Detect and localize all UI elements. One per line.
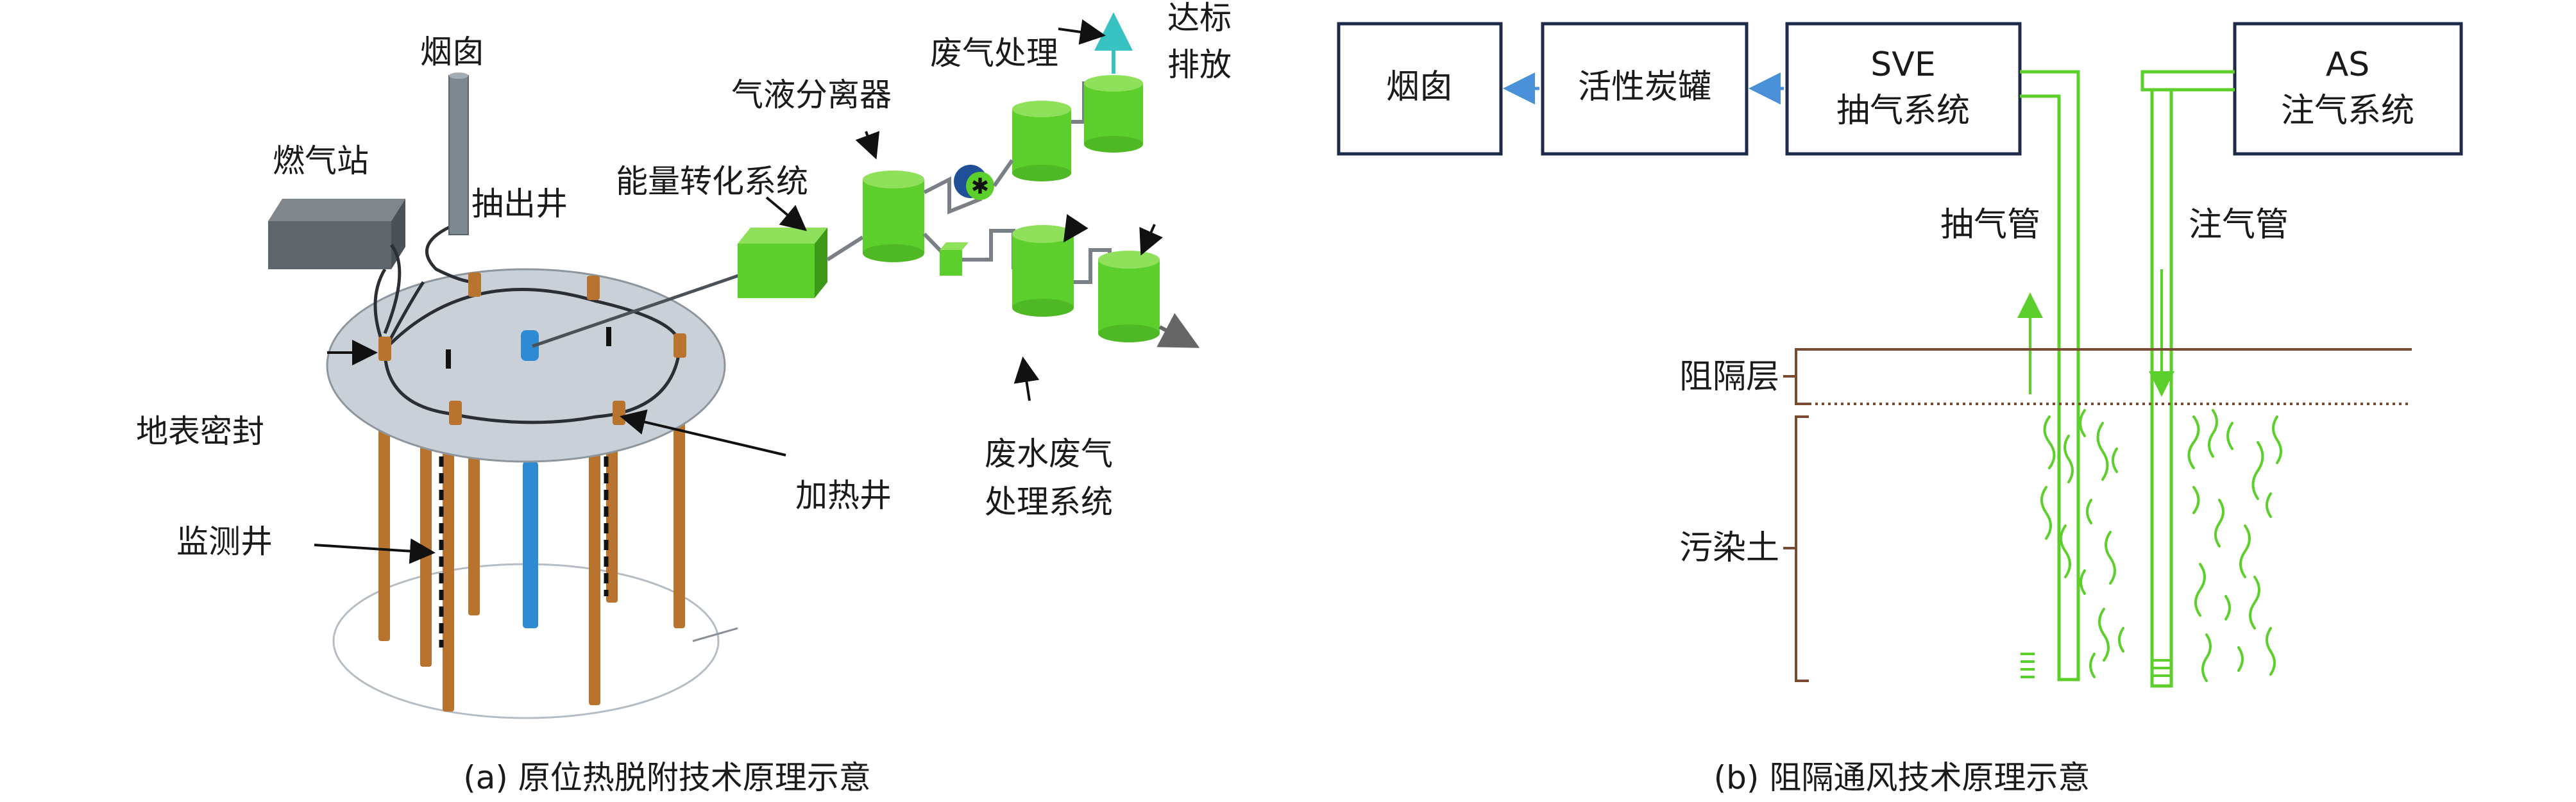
label-separator: 气液分离器	[731, 76, 892, 113]
box-carbon	[1541, 22, 1749, 156]
extraction-well-lower	[523, 462, 538, 628]
box-as	[2233, 22, 2463, 156]
offgas-cylinder-1	[1012, 101, 1071, 181]
panel-a: ✱	[136, 0, 1232, 796]
svg-text:✱: ✱	[971, 174, 990, 199]
offgas-cylinder-2	[1084, 75, 1143, 153]
label-offgas-treatment: 废气处理	[930, 35, 1058, 72]
box-sve-label-1: SVE	[1870, 46, 1935, 84]
chimney-stack	[448, 75, 469, 235]
box-chimney	[1337, 22, 1503, 156]
box-carbon-label: 活性炭罐	[1578, 68, 1711, 106]
label-energy-system: 能量转化系统	[616, 163, 808, 200]
box-as-label-1: AS	[2326, 46, 2370, 84]
pump-box	[940, 242, 969, 276]
label-discharge-2: 排放	[1167, 46, 1232, 83]
label-extraction-well: 抽出井	[471, 185, 568, 222]
bracket-soil	[1783, 415, 1809, 682]
label-wastewater-2: 处理系统	[985, 483, 1113, 521]
wastewater-cylinder-1	[1012, 225, 1074, 317]
extraction-well-head	[521, 330, 539, 361]
label-inject-pipe: 注气管	[2189, 206, 2289, 244]
fan-icon: ✱	[954, 165, 994, 200]
label-contaminated-soil: 污染土	[1679, 529, 1779, 567]
label-chimney: 烟囱	[420, 33, 484, 71]
bracket-barrier	[1783, 348, 1809, 405]
label-discharge-1: 达标	[1167, 0, 1232, 37]
label-heating-well: 加热井	[795, 477, 892, 514]
label-wastewater-1: 废水废气	[985, 435, 1113, 472]
pointer-arrows	[314, 19, 1163, 564]
gas-station-box	[268, 199, 405, 334]
wastewater-cylinder-2	[1098, 251, 1160, 342]
energy-system-box	[738, 228, 827, 298]
heating-wells-lower	[378, 397, 685, 712]
separator-cylinder	[863, 171, 924, 262]
label-extract-pipe: 抽气管	[1940, 206, 2040, 244]
screen-marks	[2021, 653, 2170, 678]
box-chimney-label: 烟囱	[1386, 68, 1453, 106]
box-sve-label-2: 抽气系统	[1836, 92, 1970, 130]
caption-a: (a) 原位热脱附技术原理示意	[463, 759, 871, 796]
injection-pipe	[2140, 70, 2235, 688]
panel-b: 烟囱 活性炭罐 SVE 抽气系统 AS 注气系统	[1337, 22, 2463, 796]
contaminant-squiggles	[2040, 409, 2282, 682]
caption-b: (b) 阻隔通风技术原理示意	[1714, 759, 2090, 796]
label-gas-station: 燃气站	[273, 142, 369, 180]
extraction-pipe	[2020, 70, 2080, 681]
box-as-label-2: 注气系统	[2281, 92, 2414, 130]
label-monitoring-well: 监测井	[176, 523, 273, 560]
label-surface-seal: 地表密封	[136, 413, 264, 450]
box-sve	[1785, 22, 2022, 156]
label-barrier-layer: 阻隔层	[1679, 358, 1779, 396]
